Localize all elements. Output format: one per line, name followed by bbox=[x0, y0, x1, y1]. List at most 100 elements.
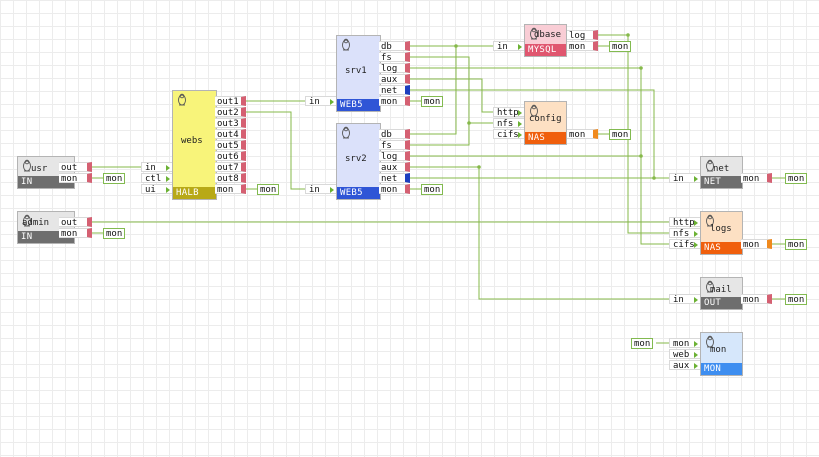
mon-terminal[interactable]: mon bbox=[609, 41, 632, 52]
node-label: srv2 bbox=[345, 154, 367, 164]
node-type-badge: NAS bbox=[701, 242, 742, 254]
input-port-cifs[interactable]: cifs bbox=[669, 239, 700, 250]
output-port-log[interactable]: log bbox=[379, 151, 410, 162]
node-body: logs NAS bbox=[700, 211, 743, 255]
mon-terminal[interactable]: mon bbox=[785, 294, 808, 305]
node-webs[interactable]: in ctl ui webs HALB out1 out2 out3 out4 … bbox=[141, 90, 246, 200]
output-port-mon[interactable]: mon bbox=[379, 184, 410, 195]
output-port-out6[interactable]: out6 bbox=[215, 151, 246, 162]
output-port-out2[interactable]: out2 bbox=[215, 107, 246, 118]
input-port-ui[interactable]: ui bbox=[141, 184, 172, 195]
mon-terminal[interactable]: mon bbox=[103, 228, 126, 239]
output-port-fs[interactable]: fs bbox=[379, 52, 410, 63]
output-port-out8[interactable]: out8 bbox=[215, 173, 246, 184]
output-port-db[interactable]: db bbox=[379, 41, 410, 52]
output-port-db[interactable]: db bbox=[379, 129, 410, 140]
node-body: mail OUT bbox=[700, 277, 743, 310]
mon-terminal[interactable]: mon bbox=[421, 184, 444, 195]
node-config[interactable]: http nfs cifs config NAS mon bbox=[493, 101, 598, 145]
node-label: logs bbox=[710, 224, 732, 234]
input-port-ctl[interactable]: ctl bbox=[141, 173, 172, 184]
node-label: webs bbox=[181, 136, 203, 146]
node-dbase[interactable]: in dbase MYSQL log mon bbox=[493, 24, 598, 57]
input-port-web[interactable]: web bbox=[669, 349, 700, 360]
tux-icon bbox=[23, 214, 31, 227]
junction-dot bbox=[467, 121, 471, 125]
input-port-cifs[interactable]: cifs bbox=[493, 129, 524, 140]
node-srv1[interactable]: in srv1 WEB5 db fs log aux net mon bbox=[305, 35, 410, 112]
wire bbox=[410, 166, 669, 300]
mon-terminal[interactable]: mon bbox=[785, 239, 808, 250]
mon-terminal[interactable]: mon bbox=[103, 173, 126, 184]
input-port-http[interactable]: http bbox=[669, 217, 700, 228]
input-port-mon[interactable]: mon bbox=[669, 338, 700, 349]
input-port-http[interactable]: http bbox=[493, 107, 524, 118]
tux-icon bbox=[706, 280, 714, 293]
tux-icon bbox=[342, 38, 350, 51]
output-port-mon[interactable]: mon bbox=[59, 173, 92, 184]
input-port-in[interactable]: in bbox=[305, 96, 336, 107]
tux-icon bbox=[178, 93, 186, 106]
output-port-fs[interactable]: fs bbox=[379, 140, 410, 151]
mon-terminal[interactable]: mon bbox=[631, 338, 654, 349]
output-port-aux[interactable]: aux bbox=[379, 74, 410, 85]
input-port-in[interactable]: in bbox=[669, 173, 700, 184]
node-type-badge: WEB5 bbox=[337, 187, 380, 199]
output-port-out[interactable]: out bbox=[59, 162, 92, 173]
output-port-log[interactable]: log bbox=[567, 30, 598, 41]
node-mon[interactable]: mon web aux mon MON bbox=[669, 332, 743, 376]
output-port-out1[interactable]: out1 bbox=[215, 96, 246, 107]
node-net[interactable]: in net NET mon bbox=[669, 156, 772, 189]
node-admin[interactable]: admin IN out mon bbox=[17, 211, 92, 244]
mon-terminal[interactable]: mon bbox=[257, 184, 280, 195]
output-port-out5[interactable]: out5 bbox=[215, 140, 246, 151]
output-port-log[interactable]: log bbox=[379, 63, 410, 74]
junction-dot bbox=[454, 44, 458, 48]
output-port-mon[interactable]: mon bbox=[59, 228, 92, 239]
node-body: webs HALB bbox=[172, 90, 217, 200]
input-port-aux[interactable]: aux bbox=[669, 360, 700, 371]
node-mail[interactable]: in mail OUT mon bbox=[669, 277, 772, 310]
output-port-mon[interactable]: mon bbox=[567, 41, 598, 52]
output-port-mon[interactable]: mon bbox=[741, 294, 772, 305]
output-port-mon[interactable]: mon bbox=[741, 239, 772, 250]
tux-icon bbox=[530, 104, 538, 117]
output-port-net[interactable]: net bbox=[379, 85, 410, 96]
tux-icon bbox=[706, 159, 714, 172]
output-port-out3[interactable]: out3 bbox=[215, 118, 246, 129]
output-port-out4[interactable]: out4 bbox=[215, 129, 246, 140]
node-type-badge: WEB5 bbox=[337, 99, 380, 111]
junction-dot bbox=[639, 66, 643, 70]
input-port-nfs[interactable]: nfs bbox=[493, 118, 524, 129]
wire bbox=[410, 67, 669, 245]
node-body: admin IN bbox=[17, 211, 75, 244]
input-port-nfs[interactable]: nfs bbox=[669, 228, 700, 239]
output-port-mon[interactable]: mon bbox=[567, 129, 598, 140]
output-port-net[interactable]: net bbox=[379, 173, 410, 184]
input-port-in[interactable]: in bbox=[669, 294, 700, 305]
mon-terminal[interactable]: mon bbox=[785, 173, 808, 184]
node-body: net NET bbox=[700, 156, 743, 189]
node-logs[interactable]: http nfs cifs logs NAS mon bbox=[669, 211, 772, 255]
node-body: config NAS bbox=[524, 101, 567, 145]
tux-icon bbox=[23, 159, 31, 172]
mon-terminal[interactable]: mon bbox=[421, 96, 444, 107]
output-port-mon[interactable]: mon bbox=[215, 184, 246, 195]
node-srv2[interactable]: in srv2 WEB5 db fs log aux net mon bbox=[305, 123, 410, 200]
output-port-out7[interactable]: out7 bbox=[215, 162, 246, 173]
input-port-in[interactable]: in bbox=[493, 41, 524, 52]
junction-dot bbox=[639, 154, 643, 158]
output-port-aux[interactable]: aux bbox=[379, 162, 410, 173]
node-type-badge: OUT bbox=[701, 297, 742, 309]
tux-icon bbox=[530, 27, 538, 40]
output-port-mon[interactable]: mon bbox=[741, 173, 772, 184]
node-label: mon bbox=[710, 345, 727, 355]
node-usr[interactable]: usr IN out mon bbox=[17, 156, 92, 189]
output-port-out[interactable]: out bbox=[59, 217, 92, 228]
node-type-badge: MON bbox=[701, 363, 742, 375]
mon-terminal[interactable]: mon bbox=[609, 129, 632, 140]
output-port-mon[interactable]: mon bbox=[379, 96, 410, 107]
input-port-in[interactable]: in bbox=[305, 184, 336, 195]
input-port-in[interactable]: in bbox=[141, 162, 172, 173]
node-body: srv1 WEB5 bbox=[336, 35, 381, 112]
